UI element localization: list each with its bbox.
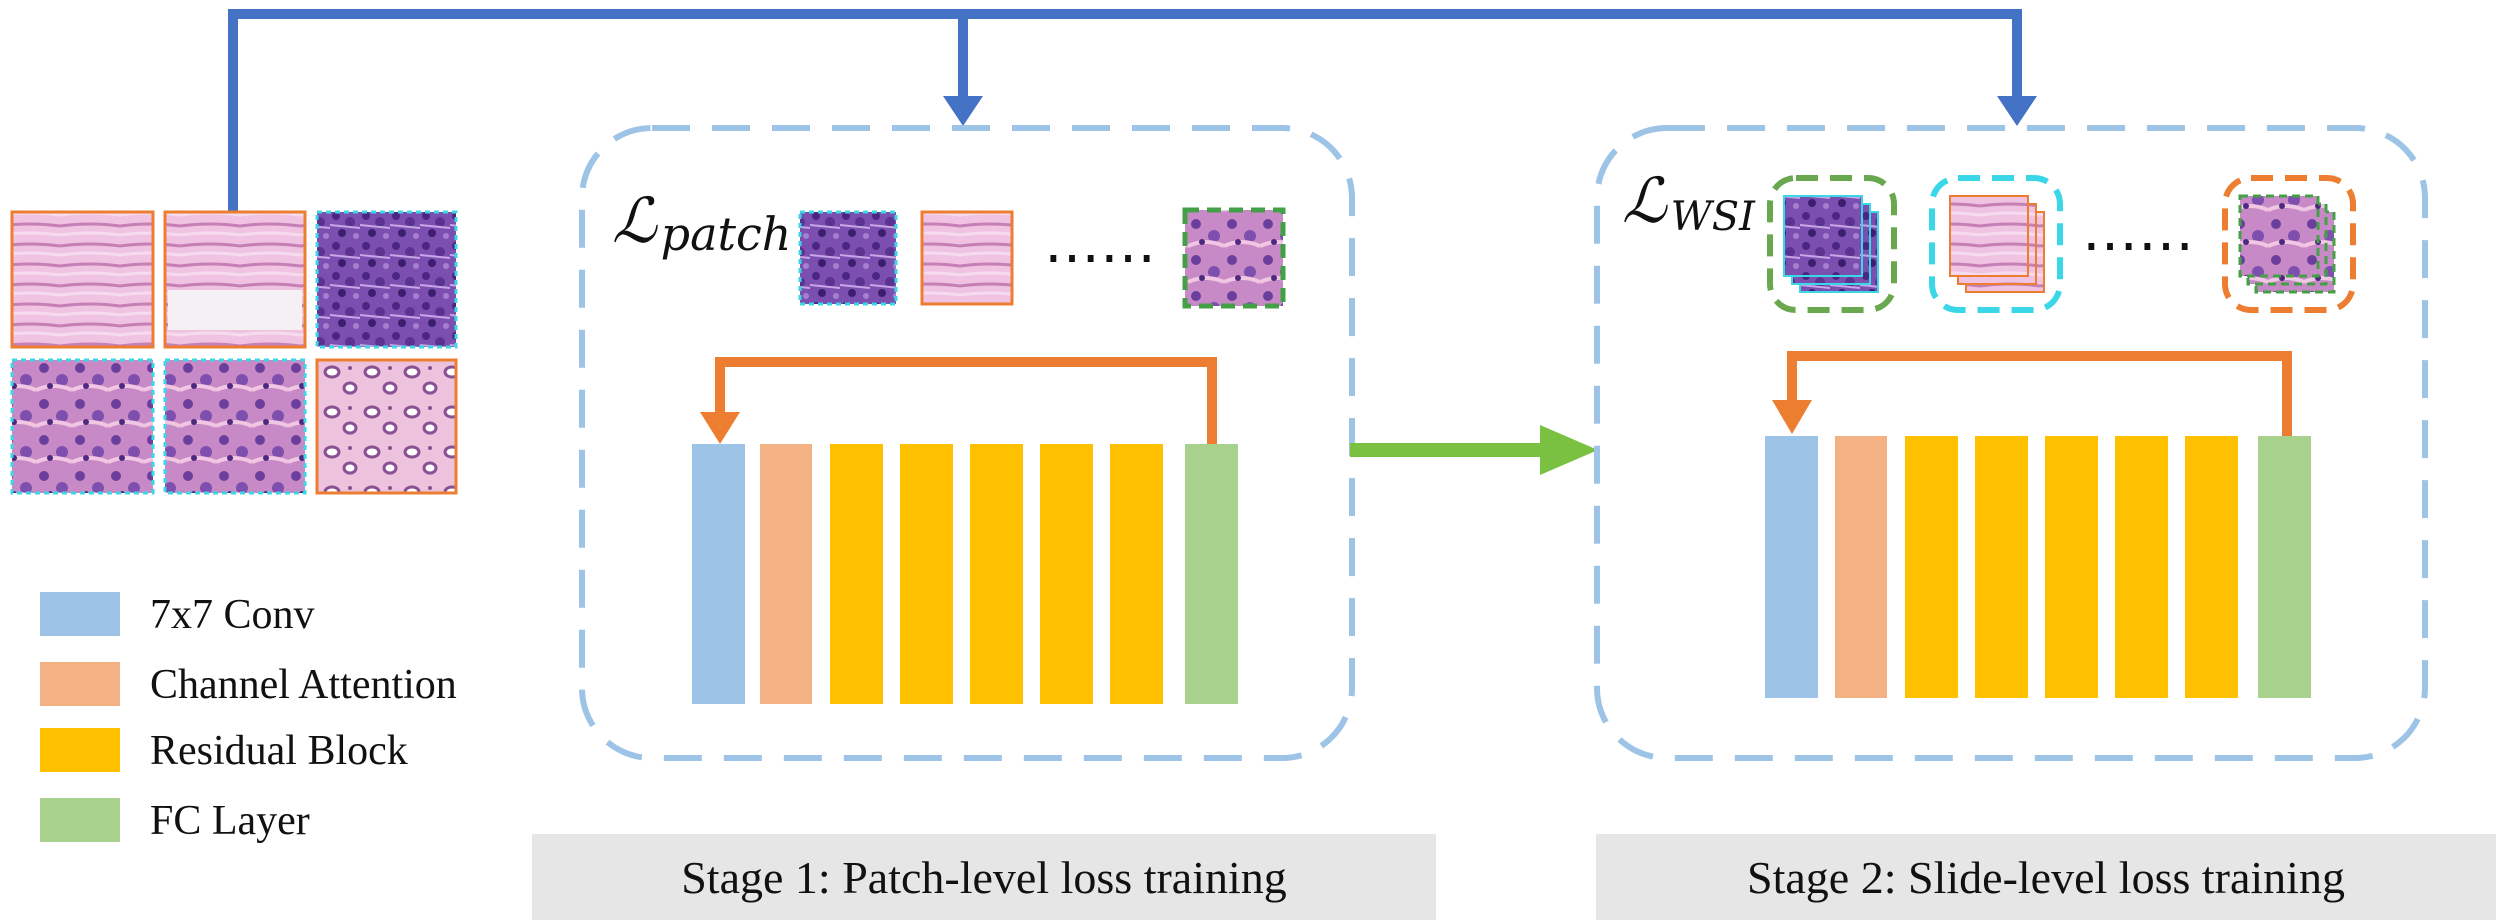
stage-transition-arrow bbox=[1350, 425, 1598, 475]
legend-swatch-attention bbox=[40, 662, 120, 706]
stage1-loss-label: ℒpatch bbox=[612, 184, 791, 261]
stage2-caption: Stage 2: Slide-level loss training bbox=[1596, 834, 2496, 920]
stage2-feedback-arrow bbox=[1787, 351, 2292, 436]
stage2-block-residual bbox=[1905, 436, 1958, 698]
stage2-block-residual bbox=[2045, 436, 2098, 698]
stage2-bag-orange bbox=[2222, 175, 2356, 313]
stage2-block-residual bbox=[1975, 436, 2028, 698]
legend-label-fc: FC Layer bbox=[150, 798, 310, 844]
stage1-block-attention bbox=[760, 444, 812, 704]
stage1-patch bbox=[798, 210, 898, 306]
arrowhead-to-stage1 bbox=[943, 96, 983, 126]
stage1-network-blocks bbox=[692, 444, 1238, 704]
stage2-network-blocks bbox=[1765, 436, 2311, 698]
stage1-patch bbox=[1182, 207, 1286, 309]
stage2-feedback-arrowhead bbox=[1772, 400, 1812, 434]
stage2-patch bbox=[1949, 195, 2029, 277]
legend-swatch-fc bbox=[40, 798, 120, 842]
legend: 7x7 Conv Channel Attention Residual Bloc… bbox=[40, 592, 457, 844]
stage2-bag-cyan bbox=[1929, 175, 2063, 313]
stage2-block-fc bbox=[2258, 436, 2311, 698]
stage1-feedback-arrowhead bbox=[700, 412, 740, 444]
stage1-panel: ℒpatch …… bbox=[579, 125, 1355, 761]
stage2-patch bbox=[2238, 194, 2320, 278]
stage1-block-residual bbox=[830, 444, 883, 704]
stage1-block-residual bbox=[1040, 444, 1093, 704]
legend-swatch-conv bbox=[40, 592, 120, 636]
input-patch bbox=[315, 210, 458, 349]
legend-swatch-residual bbox=[40, 728, 120, 772]
input-patch-gap bbox=[168, 290, 302, 330]
input-flow-arrows bbox=[228, 9, 2037, 212]
stage2-block-residual bbox=[2115, 436, 2168, 698]
input-patches-grid bbox=[10, 210, 458, 495]
stage1-block-fc bbox=[1185, 444, 1238, 704]
stage2-patch bbox=[1783, 195, 1863, 277]
stage1-block-residual bbox=[900, 444, 953, 704]
arrowhead-to-stage2 bbox=[1997, 96, 2037, 126]
input-patch bbox=[163, 358, 307, 495]
stage2-dashed-frame bbox=[1594, 125, 2428, 761]
stage1-block-conv bbox=[692, 444, 745, 704]
stage2-block-residual bbox=[2185, 436, 2238, 698]
stage2-block-conv bbox=[1765, 436, 1818, 698]
input-patch bbox=[10, 358, 155, 495]
stage1-feedback-arrow bbox=[715, 357, 1217, 444]
legend-label-attention: Channel Attention bbox=[150, 662, 457, 708]
stage1-ellipsis: …… bbox=[1044, 211, 1156, 276]
stage1-block-residual bbox=[970, 444, 1023, 704]
stage2-block-attention bbox=[1835, 436, 1887, 698]
legend-label-residual: Residual Block bbox=[150, 728, 408, 774]
stage2-ellipsis: …… bbox=[2082, 199, 2194, 264]
legend-label-conv: 7x7 Conv bbox=[150, 592, 315, 638]
input-patch bbox=[315, 358, 458, 495]
stage1-patch bbox=[920, 210, 1014, 306]
stage1-caption: Stage 1: Patch-level loss training bbox=[532, 834, 1436, 920]
stage1-block-residual bbox=[1110, 444, 1163, 704]
stage2-bag-green bbox=[1767, 175, 1897, 313]
input-patch bbox=[10, 210, 155, 349]
